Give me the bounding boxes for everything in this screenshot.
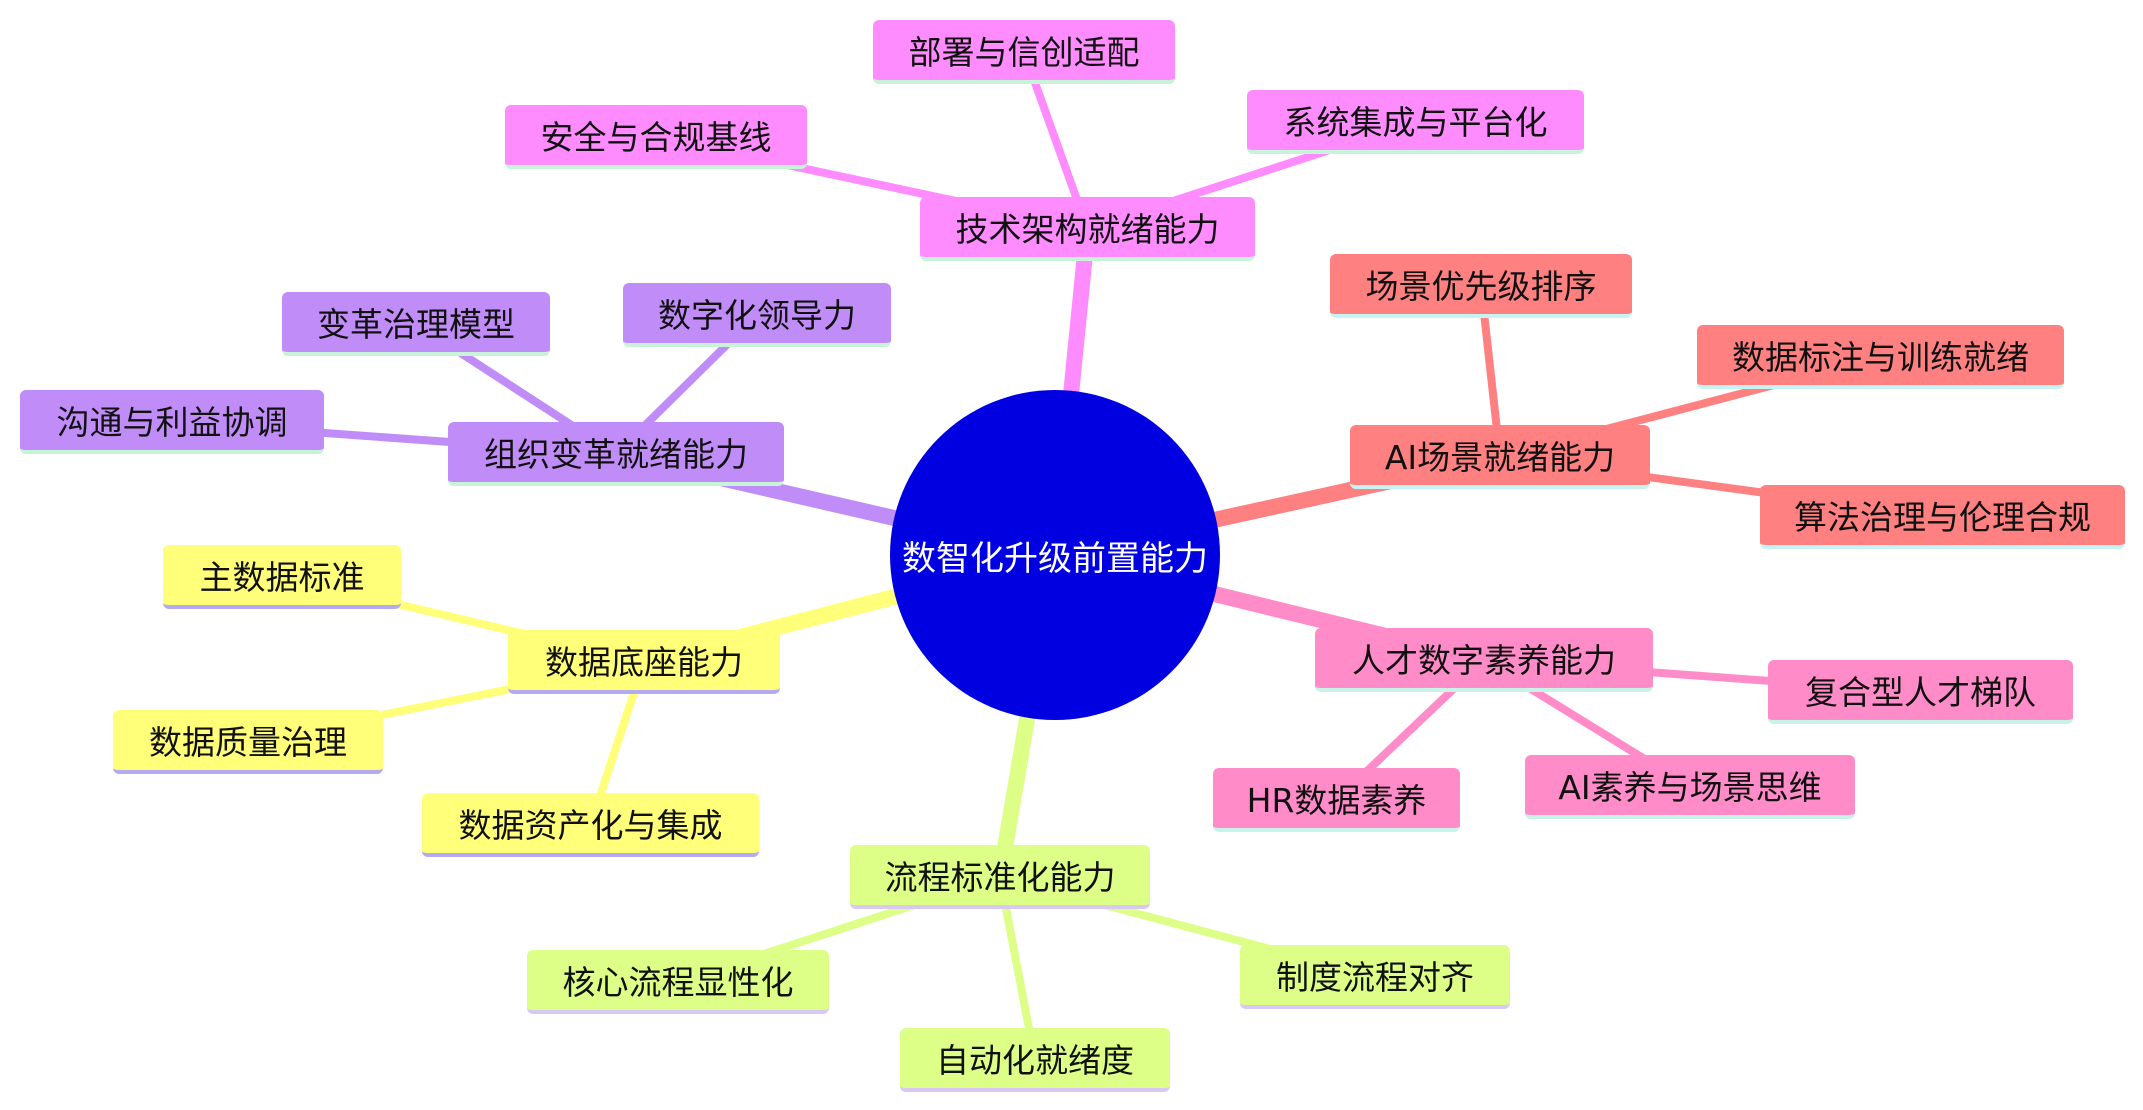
leaf-node: 数据标注与训练就绪 (1697, 325, 2064, 389)
center-node-label: 数智化升级前置能力 (902, 538, 1208, 579)
leaf-node: 沟通与利益协调 (20, 390, 324, 454)
branch-node-label: 组织变革就绪能力 (484, 435, 748, 474)
leaf-node-label: 系统集成与平台化 (1283, 103, 1548, 142)
leaf-node-label: 算法治理与伦理合规 (1794, 498, 2091, 537)
leaf-node-label: 数据资产化与集成 (458, 806, 723, 845)
branch-node-tech: 技术架构就绪能力 (920, 197, 1255, 261)
leaf-node-label: 核心流程显性化 (562, 963, 794, 1002)
leaf-node-label: 数字化领导力 (658, 296, 856, 335)
branch-node-ai: AI场景就绪能力 (1350, 425, 1650, 489)
branch-node-label: 人才数字素养能力 (1352, 641, 1616, 680)
leaf-node: 自动化就绪度 (900, 1028, 1170, 1092)
center-node: 数智化升级前置能力 (890, 390, 1220, 720)
leaf-node: HR数据素养 (1213, 768, 1460, 832)
leaf-node-label: AI素养与场景思维 (1558, 768, 1822, 807)
leaf-node: 算法治理与伦理合规 (1760, 485, 2125, 549)
leaf-node: 数字化领导力 (623, 283, 891, 347)
branch-node-talent: 人才数字素养能力 (1315, 628, 1653, 692)
leaf-node: 数据资产化与集成 (422, 793, 759, 857)
leaf-node: 部署与信创适配 (873, 20, 1175, 84)
leaf-node-label: 部署与信创适配 (908, 33, 1140, 72)
leaf-node-label: 复合型人才梯队 (1805, 673, 2036, 712)
leaf-node-label: 数据质量治理 (149, 723, 347, 762)
branch-node-process: 流程标准化能力 (850, 845, 1150, 909)
branch-node-label: 数据底座能力 (545, 643, 743, 682)
branch-node-label: 技术架构就绪能力 (955, 210, 1220, 249)
leaf-node-label: 场景优先级排序 (1365, 267, 1597, 306)
leaf-node: 系统集成与平台化 (1247, 90, 1584, 154)
leaf-node-label: 沟通与利益协调 (56, 403, 288, 442)
leaf-node: 变革治理模型 (282, 292, 550, 356)
leaf-node: 核心流程显性化 (527, 950, 829, 1014)
leaf-node: 制度流程对齐 (1240, 945, 1510, 1009)
leaf-node-label: HR数据素养 (1246, 781, 1427, 820)
leaf-node: 复合型人才梯队 (1768, 660, 2073, 724)
leaf-node: 主数据标准 (163, 545, 401, 609)
leaf-node-label: 安全与合规基线 (540, 118, 772, 157)
branch-node-data: 数据底座能力 (508, 630, 780, 694)
leaf-node: 场景优先级排序 (1330, 254, 1632, 318)
leaf-node: 数据质量治理 (113, 710, 383, 774)
leaf-node-label: 主数据标准 (199, 558, 365, 597)
branch-node-label: AI场景就绪能力 (1384, 438, 1616, 477)
leaf-node-label: 制度流程对齐 (1276, 958, 1474, 997)
leaf-node: 安全与合规基线 (505, 105, 807, 169)
branch-node-label: 流程标准化能力 (884, 858, 1116, 897)
leaf-node-label: 变革治理模型 (317, 305, 515, 344)
leaf-node-label: 数据标注与训练就绪 (1732, 338, 2029, 377)
branch-node-org: 组织变革就绪能力 (448, 422, 784, 486)
leaf-node: AI素养与场景思维 (1525, 755, 1855, 819)
leaf-node-label: 自动化就绪度 (936, 1041, 1134, 1080)
